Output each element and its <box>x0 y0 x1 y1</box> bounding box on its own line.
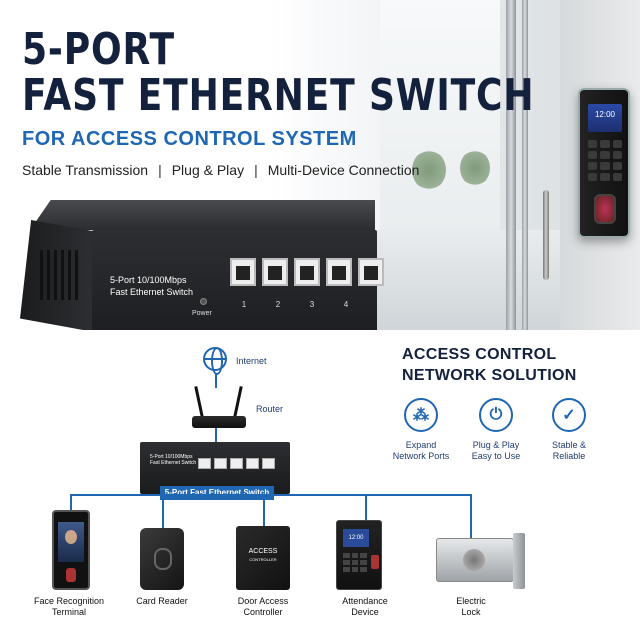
rj45-port-icon <box>294 258 320 286</box>
connection-line <box>215 374 217 388</box>
rj45-port-icon <box>262 258 288 286</box>
connection-line <box>215 428 217 442</box>
diagram-switch-label: 5-Port 10/100Mbps Fast Ethernet Switch <box>150 454 196 466</box>
feature-text: Reliable <box>552 451 586 461</box>
port-number: 3 <box>309 300 315 309</box>
feature-text: Plug & Play <box>472 440 520 450</box>
tagline: Stable Transmission | Plug & Play | Multi-De… <box>22 162 419 178</box>
internet-label: Internet <box>236 356 267 366</box>
headline-line1: 5-PORT <box>22 24 175 75</box>
tagline-item: Plug & Play <box>171 162 245 178</box>
card-reader-icon <box>140 528 184 590</box>
device-label: Card Reader <box>107 596 217 607</box>
headline-line2: FAST ETHERNET SWITCH <box>22 70 535 121</box>
controller-label: ACCESS CONTROLLER <box>240 548 286 564</box>
connection-line <box>470 494 472 538</box>
fingerprint-sensor <box>594 194 616 224</box>
ethernet-switch-product: 5-Port 10/100Mbps Fast Ethernet Switch P… <box>20 200 384 340</box>
plug-icon: ⏻ <box>479 398 513 432</box>
device-label-line: Card Reader <box>136 596 188 606</box>
feature-text: Expand <box>405 440 437 450</box>
face-recognition-terminal-icon <box>52 510 90 590</box>
door-access-controller-icon: ACCESS CONTROLLER <box>236 526 290 590</box>
diagram-switch: 5-Port 10/100Mbps Fast Ethernet Switch <box>140 442 290 494</box>
connection-line <box>70 494 72 510</box>
port-number: 5 <box>377 300 383 309</box>
device-label-line: Terminal <box>51 607 86 617</box>
router-label: Router <box>256 404 284 414</box>
network-bus-line <box>70 494 470 496</box>
lower-section <box>0 330 640 640</box>
router-icon <box>192 416 246 428</box>
device-label-line: Electric <box>456 596 486 606</box>
model-line: Fast Ethernet Switch <box>110 287 194 297</box>
feature-stable: ✓ Stable &Reliable <box>529 398 609 462</box>
port-numbers: 1 2 3 4 5 <box>230 300 394 309</box>
solution-title-line: NETWORK SOLUTION <box>402 367 577 384</box>
keypad-keys <box>588 140 622 181</box>
shield-check-icon: ✓ <box>552 398 586 432</box>
power-label: Power <box>192 310 212 317</box>
tagline-item: Multi-Device Connection <box>267 162 420 178</box>
connection-line <box>263 494 265 526</box>
attendance-screen: 12:00 <box>343 529 369 547</box>
switch-top <box>30 200 375 230</box>
door-frame <box>522 0 528 330</box>
device-label-line: Controller <box>243 607 283 617</box>
port-number: 1 <box>241 300 247 309</box>
diagram-switch-line: 5-Port 10/100Mbps <box>150 454 193 460</box>
access-keypad-device: 12:00 <box>578 88 630 238</box>
rj45-port-icon <box>358 258 384 286</box>
device-label-line: Lock <box>461 607 481 617</box>
diagram-switch-line: Fast Ethernet Switch <box>150 460 197 466</box>
rj45-port-icon <box>230 258 256 286</box>
connection-line <box>365 494 367 520</box>
globe-icon <box>203 347 227 375</box>
switch-model-label: 5-Port 10/100Mbps Fast Ethernet Switch <box>110 274 193 298</box>
feature-text: Easy to Use <box>471 451 521 461</box>
controller-label-line: ACCESS <box>248 548 278 555</box>
controller-label-line: CONTROLLER <box>249 557 277 562</box>
solution-title-line: ACCESS CONTROL <box>402 346 557 363</box>
network-nodes-icon: ⁂ <box>404 398 438 432</box>
port-number: 2 <box>275 300 281 309</box>
vent-icon <box>40 250 80 300</box>
device-label-line: Door Access <box>237 596 289 606</box>
attendance-device-icon: 12:00 <box>336 520 382 590</box>
device-label-line: Attendance <box>342 596 388 606</box>
plant <box>460 150 490 186</box>
solution-title: ACCESS CONTROL NETWORK SOLUTION <box>402 344 577 386</box>
rj45-port-icon <box>326 258 352 286</box>
model-line: 5-Port 10/100Mbps <box>110 275 187 285</box>
electric-lock-icon <box>436 533 525 589</box>
door-frame <box>506 0 516 330</box>
tag-separator: | <box>158 162 162 178</box>
feature-text: Stable & <box>551 440 587 450</box>
port-number: 4 <box>343 300 349 309</box>
device-label-line: Device <box>351 607 379 617</box>
device-label-line: Face Recognition <box>33 596 105 606</box>
connection-line <box>162 494 164 528</box>
tag-separator: | <box>254 162 258 178</box>
keypad-screen: 12:00 <box>588 104 622 132</box>
tagline-item: Stable Transmission <box>22 162 149 178</box>
switch-banner: 5-Port Fast Ethernet Switch <box>160 486 274 500</box>
feature-text: Network Ports <box>392 451 450 461</box>
plant <box>412 150 446 190</box>
headline-subtitle: FOR ACCESS CONTROL SYSTEM <box>22 128 357 150</box>
ethernet-ports <box>230 258 384 286</box>
diagram-switch-ports <box>198 458 275 469</box>
power-led-icon <box>200 298 207 305</box>
door-handle <box>543 190 549 280</box>
